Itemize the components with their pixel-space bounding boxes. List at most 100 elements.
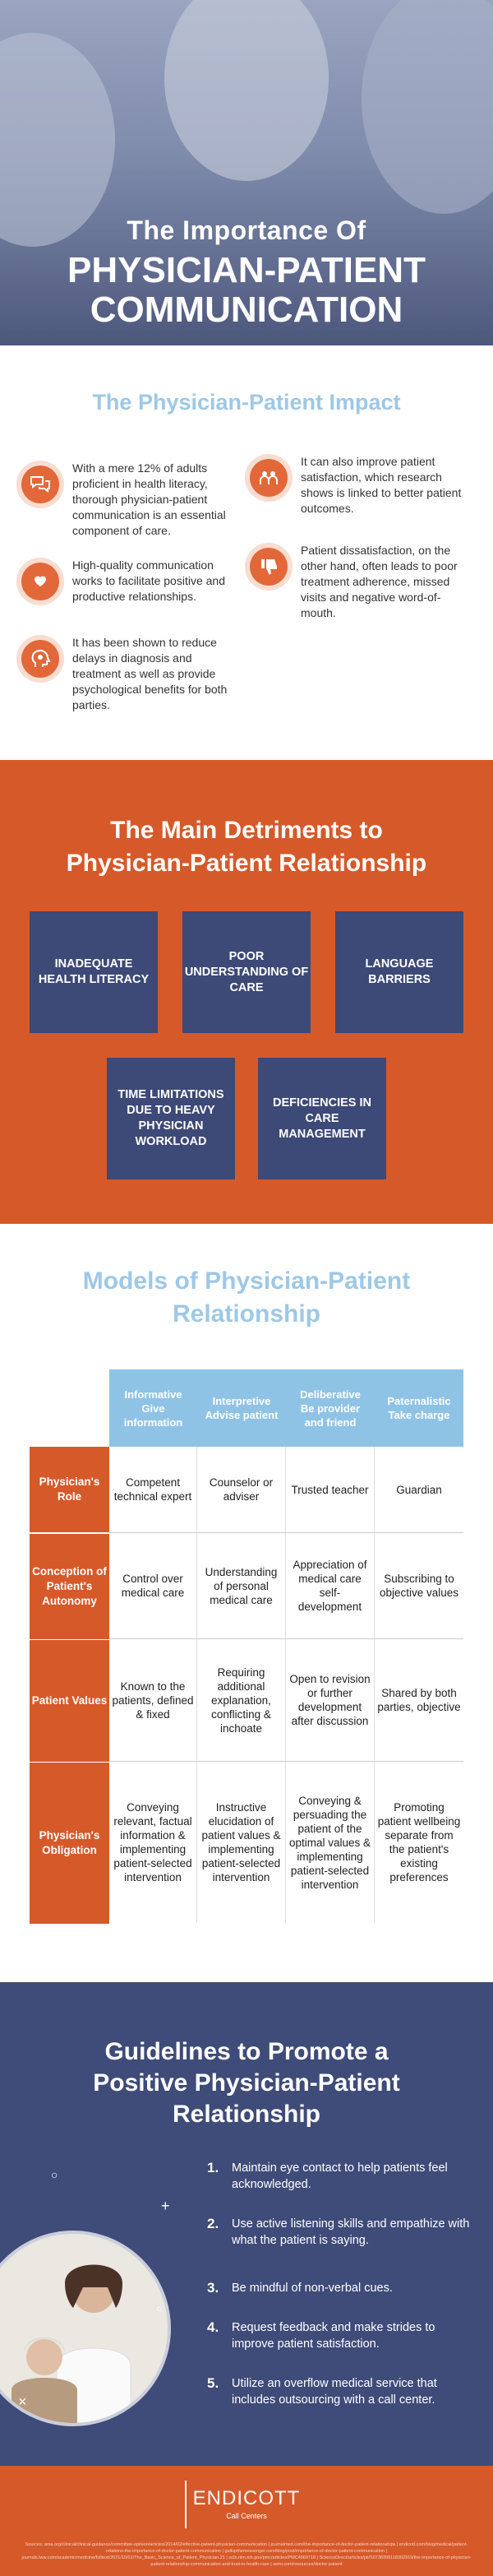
decorative-x-icon: ×: [18, 2393, 27, 2410]
row-divider: [109, 1532, 463, 1533]
decorative-plus-icon: +: [161, 2198, 170, 2214]
impact-item: It can also improve patient satisfaction…: [250, 454, 472, 517]
guidelines-title-line2: Positive Physician-Patient: [93, 2069, 400, 2096]
guideline-text: Use active listening skills and empathiz…: [232, 2217, 470, 2247]
guidelines-title: Guidelines to Promote a Positive Physici…: [0, 2036, 493, 2130]
impact-text: It has been shown to reduce delays in di…: [72, 636, 228, 711]
guideline-text: Maintain eye contact to help patients fe…: [232, 2161, 448, 2191]
detriment-card: INADEQUATE HEALTH LITERACY: [30, 911, 158, 1033]
column-header: Paternalistic Take charge: [375, 1369, 463, 1447]
hero-title-line2: PHYSICIAN-PATIENT: [67, 250, 426, 290]
guideline-item: 4. Request feedback and make strides to …: [207, 2319, 478, 2352]
table-cell: Conveying & persuading the patient of th…: [286, 1762, 375, 1923]
hero-title: The Importance Of PHYSICIAN-PATIENT COMM…: [0, 215, 493, 330]
table-cell: Trusted teacher: [286, 1447, 375, 1532]
impact-text: It can also improve patient satisfaction…: [301, 455, 462, 515]
impact-text: High-quality communication works to faci…: [72, 558, 225, 603]
guideline-number: 4.: [207, 2319, 219, 2335]
impact-item: High-quality communication works to faci…: [21, 558, 243, 605]
decorative-circle-icon: ○: [156, 2303, 163, 2314]
table-cell: Conveying relevant, factual information …: [109, 1762, 197, 1923]
hero-title-line1: The Importance Of: [127, 215, 366, 245]
hero-photo-person-left: [0, 33, 115, 247]
table-cell: Promoting patient wellbeing separate fro…: [377, 1801, 461, 1883]
table-cell: Open to revision or further development …: [286, 1639, 375, 1761]
impact-text: With a mere 12% of adults proficient in …: [72, 461, 226, 537]
column-sub: Give information: [123, 1402, 183, 1429]
column-sub: Take charge: [388, 1409, 450, 1421]
impact-item: With a mere 12% of adults proficient in …: [21, 461, 243, 539]
column-name: Informative: [124, 1388, 182, 1401]
guidelines-title-line3: Relationship: [172, 2101, 320, 2128]
doctor-patient-photo: [0, 2231, 171, 2426]
detriment-card: LANGUAGE BARRIERS: [335, 911, 463, 1033]
guideline-item: 2. Use active listening skills and empat…: [207, 2216, 478, 2249]
row-label: Physician's Role: [30, 1447, 109, 1532]
models-title: Models of Physician-Patient Relationship: [0, 1265, 493, 1331]
column-header: Informative Give information: [109, 1369, 198, 1447]
table-cell: Control over medical care: [109, 1533, 197, 1638]
endicott-logo: ENDICOTT Call Centers: [182, 2476, 311, 2520]
detriment-card: TIME LIMITATIONS DUE TO HEAVY PHYSICIAN …: [107, 1058, 235, 1179]
footer: [0, 2466, 493, 2576]
chat-bubbles-icon: [21, 466, 59, 503]
brand-sub: Call Centers: [226, 2512, 267, 2520]
detriments-title-line1: The Main Detriments to: [110, 817, 383, 844]
guideline-text: Be mindful of non-verbal cues.: [232, 2282, 393, 2295]
guideline-item: 5. Utilize an overflow medical service t…: [207, 2375, 478, 2408]
column-sub: Advise patient: [205, 1409, 279, 1421]
table-cell: Appreciation of medical care self-develo…: [286, 1533, 375, 1638]
table-cell: Instructive elucidation of patient value…: [197, 1762, 286, 1923]
table-cell: Competent technical expert: [109, 1447, 197, 1532]
guideline-text: Request feedback and make strides to imp…: [232, 2321, 435, 2351]
guideline-item: 3. Be mindful of non-verbal cues.: [207, 2280, 478, 2296]
thumbs-down-icon: [250, 548, 288, 586]
guideline-text: Utilize an overflow medical service that…: [232, 2377, 437, 2407]
row-label: Patient Values: [30, 1639, 109, 1762]
row-label: Conception of Patient's Autonomy: [30, 1533, 109, 1639]
models-title-line1: Models of Physician-Patient: [82, 1267, 411, 1295]
hero-banner: The Importance Of PHYSICIAN-PATIENT COMM…: [0, 0, 493, 345]
column-name: Paternalistic: [387, 1395, 451, 1407]
table-cell: Understanding of personal medical care: [197, 1533, 286, 1638]
hands-heart-icon: [21, 563, 59, 600]
row-divider: [109, 1638, 463, 1639]
column-sub: Be provider and friend: [300, 1402, 361, 1429]
detriment-card: POOR UNDERSTANDING OF CARE: [182, 911, 311, 1033]
guideline-number: 5.: [207, 2375, 219, 2391]
column-name: Deliberative: [300, 1388, 361, 1401]
row-divider: [109, 1761, 463, 1762]
column-header: Deliberative Be provider and friend: [286, 1369, 376, 1447]
guideline-item: 1. Maintain eye contact to help patients…: [207, 2160, 478, 2193]
brand-name: ENDICOTT: [192, 2487, 301, 2509]
impact-item: It has been shown to reduce delays in di…: [21, 635, 243, 713]
table-cell: Counselor or adviser: [197, 1447, 286, 1532]
hero-title-line3: COMMUNICATION: [90, 290, 403, 330]
logo-bar: [185, 2481, 187, 2528]
table-cell: Subscribing to objective values: [379, 1573, 459, 1599]
impact-title: The Physician-Patient Impact: [92, 390, 401, 415]
table-cell: Guardian: [396, 1483, 442, 1496]
guideline-number: 2.: [207, 2216, 219, 2231]
models-title-line2: Relationship: [172, 1300, 320, 1327]
table-cell: Requiring additional explanation, confli…: [197, 1639, 286, 1761]
decorative-circle-icon: ○: [51, 2168, 58, 2181]
guideline-number: 3.: [207, 2280, 219, 2296]
column-header: Interpretive Advise patient: [197, 1369, 287, 1447]
brain-head-icon: [21, 640, 59, 678]
hero-photo-doctor: [164, 0, 329, 181]
table-cell: Known to the patients, defined & fixed: [109, 1639, 197, 1761]
guideline-number: 1.: [207, 2160, 219, 2175]
detriments-title: The Main Detriments to Physician-Patient…: [0, 814, 493, 880]
impact-text: Patient dissatisfaction, on the other ha…: [301, 544, 458, 619]
row-label: Physician's Obligation: [30, 1762, 109, 1924]
table-cell: Shared by both parties, objective: [377, 1687, 461, 1713]
impact-item: Patient dissatisfaction, on the other ha…: [250, 543, 472, 621]
guidelines-title-line1: Guidelines to Promote a: [104, 2038, 389, 2065]
detriment-card: DEFICIENCIES IN CARE MANAGEMENT: [258, 1058, 386, 1179]
people-rating-icon: [250, 459, 288, 497]
detriments-title-line2: Physician-Patient Relationship: [66, 850, 427, 877]
sources-text: Sources: ama.org/clinical/clinical-guida…: [21, 2542, 472, 2567]
column-name: Interpretive: [212, 1395, 271, 1407]
